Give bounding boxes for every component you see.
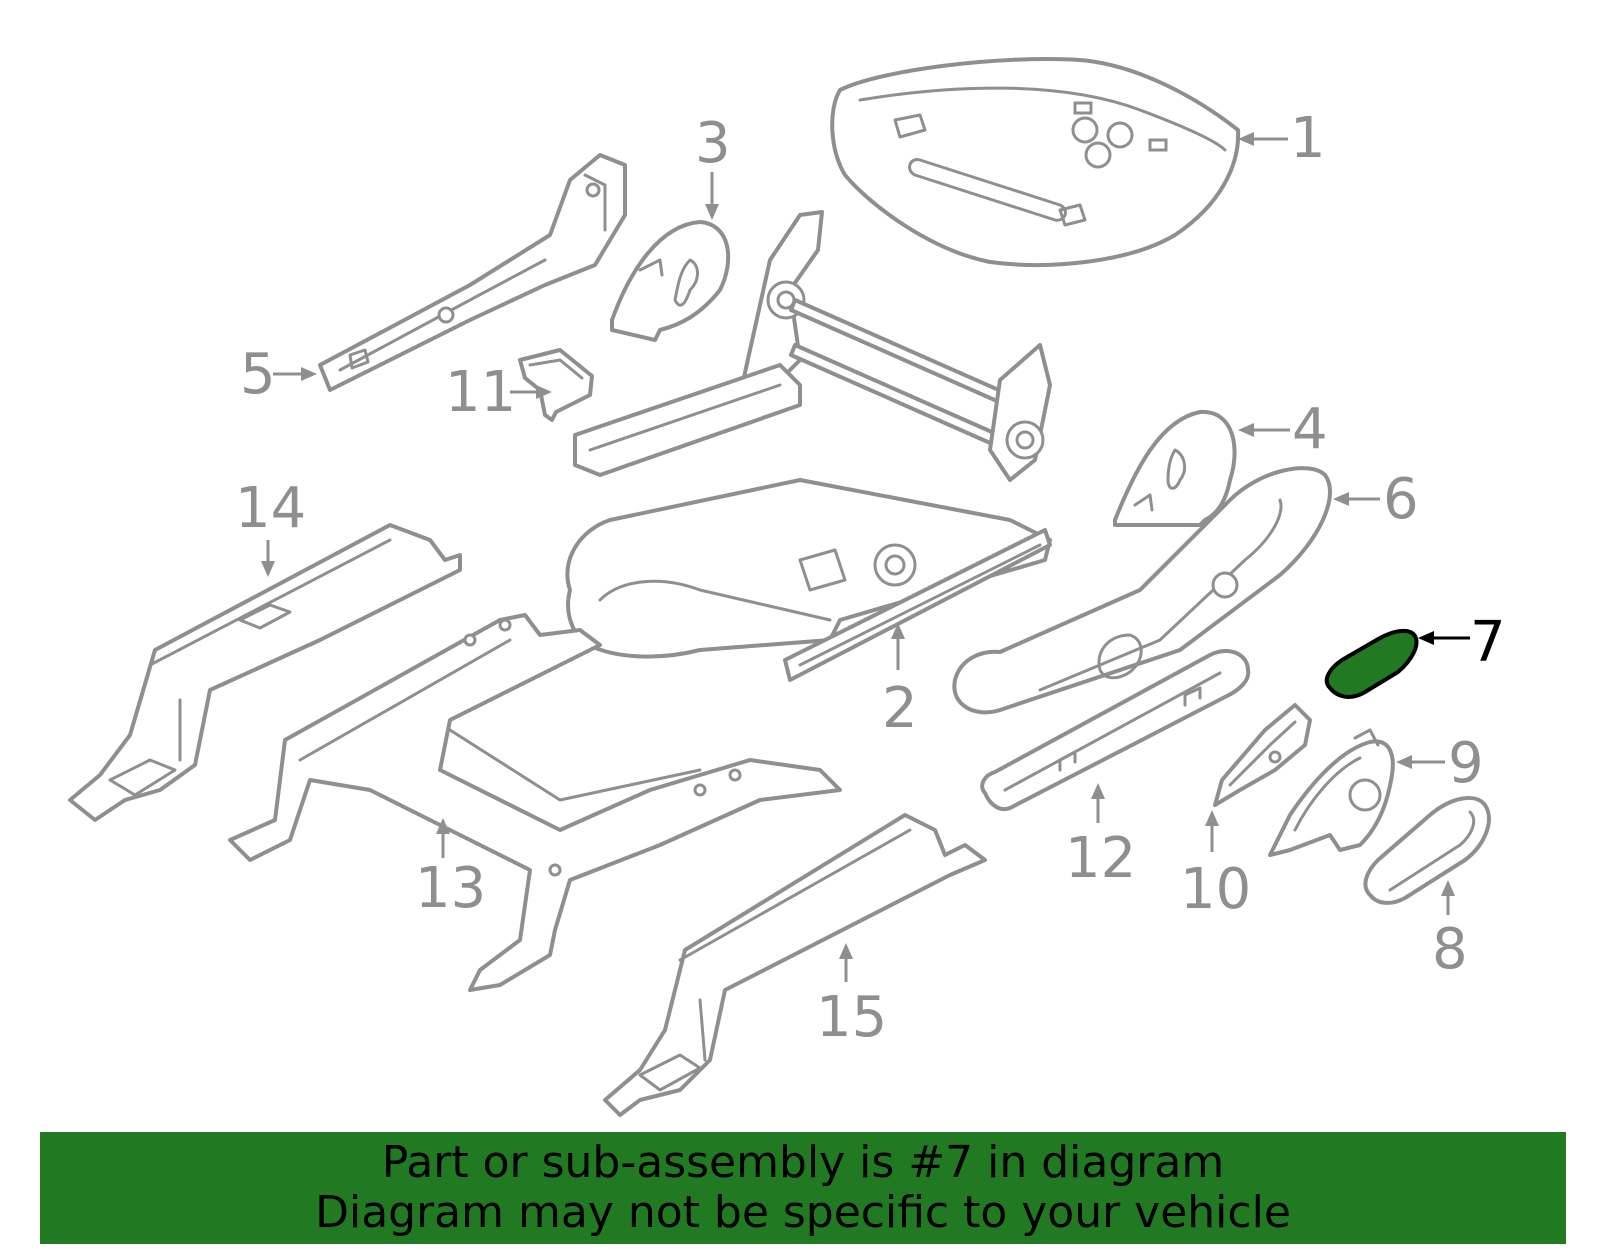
part-8-handle[interactable] (1363, 796, 1491, 905)
callout-label-10: 10 (1180, 857, 1251, 922)
callout-11: 11 (445, 360, 552, 425)
part-6-side-cover[interactable] (952, 466, 1332, 715)
part-10-bracket[interactable] (1213, 703, 1312, 807)
part-11-clip[interactable] (518, 348, 594, 422)
callout-15: 15 (816, 943, 887, 1050)
callout-12: 12 (1065, 783, 1136, 891)
part-13-cross-frame[interactable] (228, 613, 842, 992)
callout-7: 7 (1418, 610, 1506, 675)
part-4-right-shield[interactable] (1113, 409, 1237, 527)
part-3-upper-shield[interactable] (610, 220, 731, 342)
part-15-right-track[interactable] (603, 813, 987, 1117)
callout-label-3: 3 (695, 111, 731, 176)
callout-label-8: 8 (1432, 917, 1468, 982)
callout-1: 1 (1238, 106, 1326, 171)
callout-label-7: 7 (1470, 610, 1506, 675)
part-14-left-track[interactable] (68, 523, 462, 822)
callout-label-9: 9 (1448, 731, 1484, 796)
part-1-seat-cushion-pan[interactable] (830, 57, 1241, 267)
callout-label-1: 1 (1290, 106, 1326, 171)
callout-2: 2 (882, 623, 918, 741)
banner-line-2: Diagram may not be specific to your vehi… (315, 1187, 1291, 1238)
callout-6: 6 (1333, 467, 1419, 532)
callout-9: 9 (1396, 731, 1484, 796)
callout-label-12: 12 (1065, 826, 1136, 891)
callout-4: 4 (1238, 397, 1328, 462)
part-12-lower-trim[interactable] (980, 649, 1251, 812)
banner-background (40, 1132, 1566, 1244)
part-5-side-bracket[interactable] (318, 153, 627, 392)
callout-label-11: 11 (445, 360, 516, 425)
callout-label-15: 15 (816, 985, 887, 1050)
callout-8: 8 (1432, 880, 1468, 982)
banner-line-1: Part or sub-assembly is #7 in diagram (381, 1137, 1225, 1188)
callout-label-5: 5 (240, 342, 276, 407)
callout-14: 14 (235, 476, 306, 577)
callout-label-4: 4 (1292, 397, 1328, 462)
part-9-knob-housing[interactable] (1268, 728, 1395, 857)
callout-label-13: 13 (415, 856, 486, 921)
part-2-seat-frame[interactable] (565, 210, 1052, 682)
callout-5: 5 (240, 342, 317, 407)
notice-banner: Part or sub-assembly is #7 in diagram Di… (40, 1132, 1566, 1244)
callout-label-6: 6 (1383, 467, 1419, 532)
callout-13: 13 (415, 818, 486, 921)
callout-label-14: 14 (235, 476, 306, 541)
callout-10: 10 (1180, 810, 1251, 922)
callout-3: 3 (695, 111, 731, 220)
callout-label-2: 2 (882, 676, 918, 741)
part-7-highlighted-trim[interactable] (1324, 629, 1419, 699)
